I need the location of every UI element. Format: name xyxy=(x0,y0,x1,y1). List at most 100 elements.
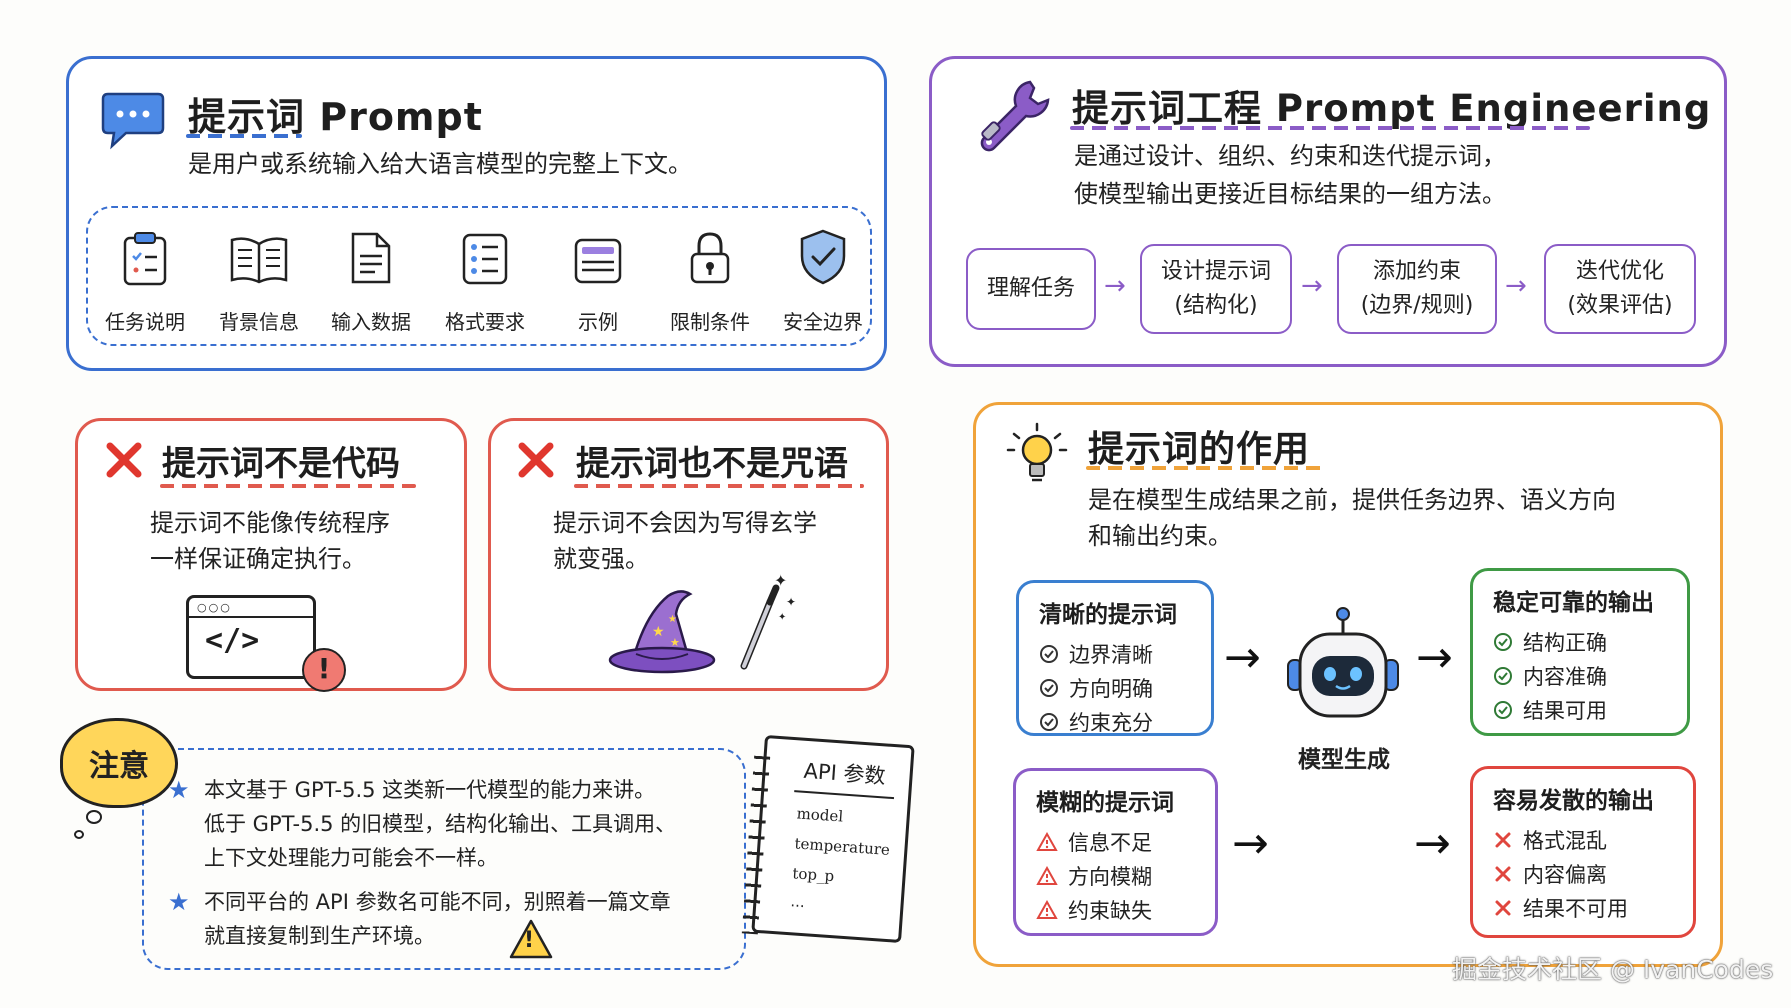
check-circle-icon xyxy=(1494,667,1512,685)
wrench-icon xyxy=(980,80,1050,152)
role-desc-line1: 是在模型生成结果之前，提供任务边界、语义方向 xyxy=(1088,486,1616,514)
not-code-desc-line1: 提示词不能像传统程序 xyxy=(150,509,390,537)
chat-bubble-icon xyxy=(101,92,165,150)
note2-line1: 不同平台的 API 参数名可能不同，别照着一篇文章 xyxy=(204,890,671,914)
divergent-output-title: 容易发散的输出 xyxy=(1493,788,1654,814)
notebook-title: API 参数 xyxy=(802,758,887,789)
flow-arrow: → xyxy=(1224,632,1261,683)
star-icon: ★ xyxy=(168,888,190,916)
clear-item: 约束充分 xyxy=(1039,705,1191,739)
note1-line2: 低于 GPT-5.5 的旧模型，结构化输出、工具调用、 xyxy=(204,812,677,836)
cross-icon xyxy=(106,442,142,478)
component-1: 背景信息 xyxy=(204,232,314,335)
step-iterate-optimize: 迭代优化(效果评估) xyxy=(1544,244,1696,334)
code-tag: </> xyxy=(205,623,260,658)
shield-icon xyxy=(768,229,878,294)
component-0: 任务说明 xyxy=(90,232,200,335)
star-icon: ★ xyxy=(168,776,190,804)
component-label: 安全边界 xyxy=(783,310,863,334)
component-4: 示例 xyxy=(543,232,653,335)
stable-item: 结果可用 xyxy=(1493,693,1667,727)
book-icon xyxy=(204,232,314,294)
magic-wand-icon: ✦✦✦ xyxy=(740,572,796,670)
warning-icon xyxy=(1036,900,1058,919)
stable-output-title: 稳定可靠的输出 xyxy=(1493,590,1654,616)
list-icon xyxy=(430,232,540,294)
vague-prompt-box: 模糊的提示词 信息不足 方向模糊 约束缺失 xyxy=(1013,768,1218,936)
svg-text:✦: ✦ xyxy=(786,595,796,609)
divergent-item: 结果不可用 xyxy=(1493,891,1673,925)
note1-line3: 上下文处理能力可能会不一样。 xyxy=(204,846,498,870)
warning-icon xyxy=(1036,832,1058,851)
component-6: 安全边界 xyxy=(768,229,878,335)
role-title-underline xyxy=(1086,466,1322,470)
document-icon xyxy=(316,232,426,294)
cross-icon xyxy=(1495,866,1511,882)
cross-icon xyxy=(518,442,554,478)
notebook-param: temperature xyxy=(793,834,891,859)
cross-icon xyxy=(1495,832,1511,848)
svg-text:★: ★ xyxy=(668,614,677,625)
watermark: 掘金技术社区 @ IvanCodes xyxy=(1452,955,1774,984)
lock-icon xyxy=(655,232,765,294)
role-title: 提示词的作用 xyxy=(1088,429,1311,470)
prompt-panel xyxy=(66,56,887,371)
vague-item: 约束缺失 xyxy=(1036,893,1195,927)
clear-item: 方向明确 xyxy=(1039,671,1191,705)
not-code-desc-line2: 一样保证确定执行。 xyxy=(150,545,366,573)
cross-icon xyxy=(1495,900,1511,916)
flow-arrow: → xyxy=(1414,818,1451,869)
note-badge: 注意 xyxy=(60,718,178,808)
not-code-underline xyxy=(160,484,416,488)
wizard-hat-icon: ★★★ xyxy=(608,590,716,674)
note-bubble-dot xyxy=(86,810,102,824)
alert-icon: ! xyxy=(302,648,346,692)
clear-prompt-box: 清晰的提示词 边界清晰 方向明确 约束充分 xyxy=(1016,580,1214,736)
clipboard-icon xyxy=(90,232,200,294)
vague-prompt-title: 模糊的提示词 xyxy=(1036,790,1174,816)
role-desc-line2: 和输出约束。 xyxy=(1088,522,1232,550)
step-arrow-1: → xyxy=(1104,271,1126,301)
clear-item: 边界清晰 xyxy=(1039,637,1191,671)
api-notebook: API 参数 model temperature top_p ... xyxy=(751,735,915,943)
prompt-components-box xyxy=(86,206,872,346)
clear-prompt-title: 清晰的提示词 xyxy=(1039,602,1177,628)
step-arrow-2: → xyxy=(1301,271,1323,301)
check-circle-icon xyxy=(1040,713,1058,731)
not-magic-title: 提示词也不是咒语 xyxy=(576,444,848,484)
component-label: 格式要求 xyxy=(445,310,525,334)
notebook-param: ... xyxy=(789,892,806,912)
engineering-desc-line2: 使模型输出更接近目标结果的一组方法。 xyxy=(1074,180,1506,208)
component-5: 限制条件 xyxy=(655,232,765,335)
code-window-icon: ○○○ </> xyxy=(186,595,316,679)
notebook-param: model xyxy=(796,804,844,826)
step-design-prompt: 设计提示词(结构化) xyxy=(1140,244,1292,334)
not-magic-desc-line1: 提示词不会因为写得玄学 xyxy=(553,509,817,537)
svg-text:★: ★ xyxy=(670,636,680,649)
svg-text:★: ★ xyxy=(652,624,665,640)
component-label: 限制条件 xyxy=(670,310,750,334)
svg-text:✦: ✦ xyxy=(774,572,787,590)
not-code-title: 提示词不是代码 xyxy=(162,444,400,484)
vague-item: 信息不足 xyxy=(1036,825,1195,859)
note2-line2: 就直接复制到生产环境。 xyxy=(204,924,435,948)
flow-arrow: → xyxy=(1232,818,1269,869)
not-magic-underline xyxy=(574,484,864,488)
step-understand-task: 理解任务 xyxy=(966,248,1096,330)
engineering-title: 提示词工程 Prompt Engineering xyxy=(1072,87,1712,130)
check-circle-icon xyxy=(1494,633,1512,651)
component-label: 示例 xyxy=(578,310,618,334)
stable-item: 内容准确 xyxy=(1493,659,1667,693)
code-window-bar: ○○○ xyxy=(189,598,313,618)
vague-item: 方向模糊 xyxy=(1036,859,1195,893)
step-arrow-3: → xyxy=(1505,271,1527,301)
robot-label: 模型生成 xyxy=(1298,747,1390,773)
not-magic-desc-line2: 就变强。 xyxy=(553,545,649,573)
component-3: 格式要求 xyxy=(430,232,540,335)
component-label: 背景信息 xyxy=(219,310,299,334)
svg-text:✦: ✦ xyxy=(778,612,786,623)
divergent-output-box: 容易发散的输出 格式混乱 内容偏离 结果不可用 xyxy=(1470,766,1696,938)
check-circle-icon xyxy=(1040,645,1058,663)
prompt-desc: 是用户或系统输入给大语言模型的完整上下文。 xyxy=(188,150,692,178)
divergent-item: 格式混乱 xyxy=(1493,823,1673,857)
